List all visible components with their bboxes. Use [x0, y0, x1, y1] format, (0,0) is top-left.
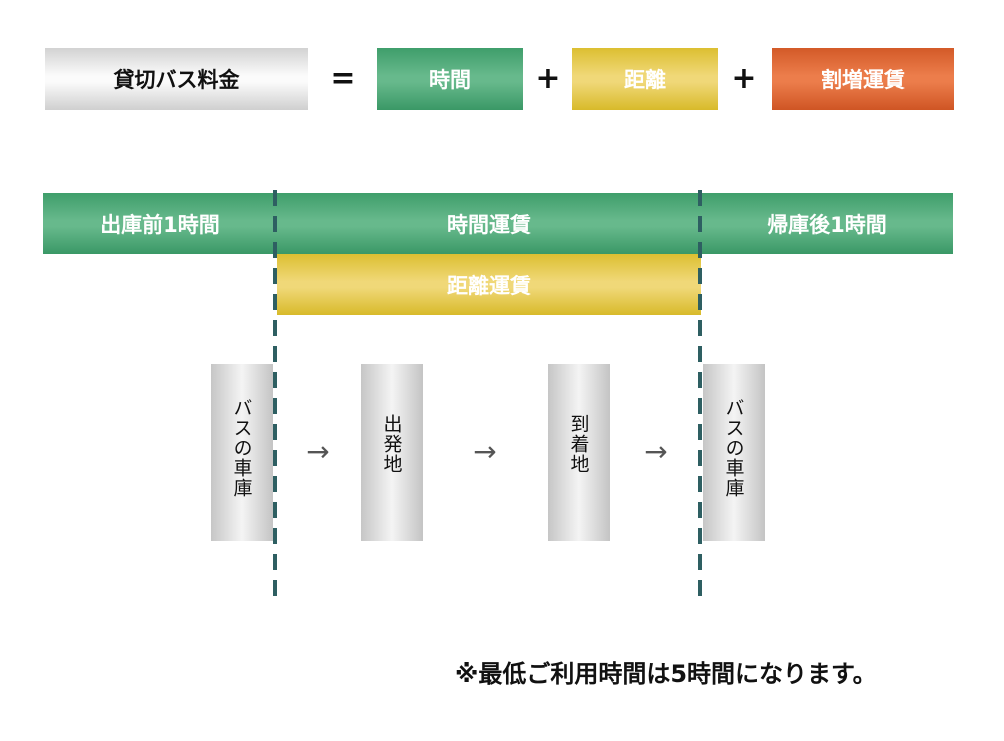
before-departure-bar: 出庫前1時間	[43, 193, 277, 254]
arrow-icon: →	[644, 435, 668, 468]
plus-sign-1: +	[535, 61, 561, 96]
distance-box: 距離	[572, 48, 718, 110]
dashed-divider-right	[698, 190, 702, 602]
arrow-icon: →	[306, 435, 330, 468]
before-departure-label: 出庫前1時間	[100, 212, 220, 237]
time-fare-bar: 時間運賃	[277, 193, 701, 254]
equals-sign: =	[330, 61, 356, 96]
step-garage-start: バスの車庫	[211, 364, 273, 541]
minimum-usage-note: ※最低ご利用時間は5時間になります。	[455, 660, 877, 688]
after-return-label: 帰庫後1時間	[767, 212, 887, 237]
time-box: 時間	[377, 48, 523, 110]
step-departure-label: 出発地	[380, 414, 403, 474]
dashed-divider-left	[273, 190, 277, 602]
after-return-bar: 帰庫後1時間	[701, 193, 953, 254]
distance-label: 距離	[624, 68, 666, 92]
step-garage-end-label: バスの車庫	[722, 398, 745, 498]
time-fare-label: 時間運賃	[447, 212, 531, 237]
arrow-icon: →	[473, 435, 497, 468]
step-garage-end: バスの車庫	[703, 364, 765, 541]
distance-fare-bar: 距離運賃	[277, 254, 701, 315]
total-fare-box: 貸切バス料金	[45, 48, 308, 110]
total-fare-label: 貸切バス料金	[113, 68, 240, 92]
step-arrival-label: 到着地	[567, 414, 590, 474]
distance-fare-label: 距離運賃	[447, 273, 531, 298]
plus-sign-2: +	[731, 61, 757, 96]
step-departure: 出発地	[361, 364, 423, 541]
step-garage-start-label: バスの車庫	[230, 398, 253, 498]
surcharge-box: 割増運賃	[772, 48, 954, 110]
step-arrival: 到着地	[548, 364, 610, 541]
time-label: 時間	[429, 68, 471, 92]
surcharge-label: 割増運賃	[821, 68, 905, 92]
